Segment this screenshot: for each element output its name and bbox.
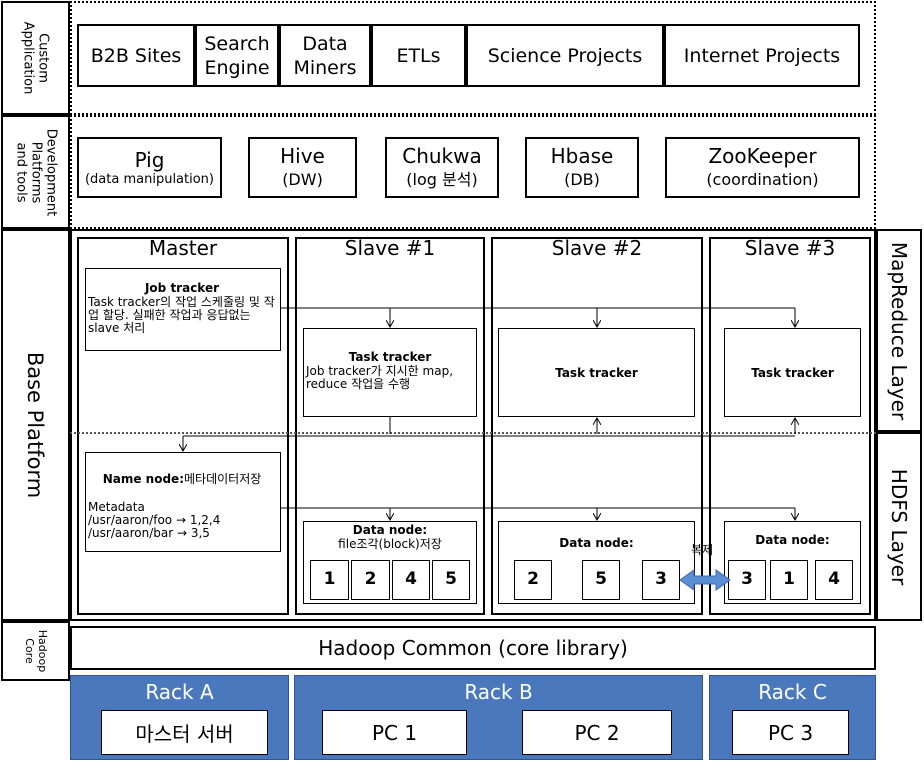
master-title: Master bbox=[148, 236, 218, 260]
rack-c-label: Rack C bbox=[758, 680, 827, 704]
row-label-hadoop-core: Hadoop Core bbox=[22, 629, 49, 673]
metadata-line: /usr/aaron/foo → 1,2,4 bbox=[88, 513, 221, 527]
tool-hbase: Hbase (DB) bbox=[525, 137, 639, 198]
tool-zookeeper: ZooKeeper (coordination) bbox=[665, 137, 860, 198]
layer-divider bbox=[70, 432, 876, 434]
mapreduce-layer-label: MapReduce Layer bbox=[887, 241, 911, 420]
hdfs-layer-label: HDFS Layer bbox=[887, 468, 911, 585]
app-search-engine: Search Engine bbox=[195, 24, 279, 87]
app-b2b-sites: B2B Sites bbox=[77, 24, 195, 87]
row-label-base-platform-box bbox=[1, 229, 70, 621]
hadoop-common-bar: Hadoop Common (core library) bbox=[70, 626, 876, 670]
name-node-box: Name node:메타데이터저장 Metadata /usr/aaron/fo… bbox=[85, 452, 281, 552]
base-platform-frame bbox=[70, 229, 876, 621]
block: 3 bbox=[642, 560, 680, 600]
app-internet-projects: Internet Projects bbox=[664, 24, 860, 87]
custom-application-frame bbox=[70, 1, 876, 115]
tool-chukwa: Chukwa (log 분석) bbox=[385, 137, 499, 198]
tool-pig: Pig (data manipulation) bbox=[77, 137, 222, 198]
row-label-custom-application: Custom Application bbox=[20, 21, 51, 95]
rack-b: Rack B PC 1 PC 2 bbox=[294, 675, 703, 760]
task-tracker-slave3: Task tracker bbox=[724, 328, 861, 417]
data-node-title: Data node: bbox=[352, 523, 428, 537]
job-tracker-desc: Task tracker의 작업 스케줄링 및 작업 할당. 실패한 작업과 응… bbox=[88, 295, 275, 335]
block: 4 bbox=[815, 560, 853, 600]
development-frame bbox=[70, 115, 876, 229]
tool-hive: Hive (DW) bbox=[248, 137, 357, 198]
block: 5 bbox=[582, 560, 620, 600]
rack-a: Rack A 마스터 서버 bbox=[70, 675, 289, 760]
task-tracker-slave2: Task tracker bbox=[498, 328, 695, 417]
pc-3: PC 3 bbox=[732, 710, 849, 755]
row-label-base-platform: Base Platform bbox=[23, 351, 48, 499]
slave3-title: Slave #3 bbox=[744, 236, 836, 260]
hdfs-layer-box bbox=[876, 432, 922, 621]
row-label-development-box bbox=[1, 115, 70, 229]
data-node-desc: file조각(block)저장 bbox=[338, 537, 442, 551]
block: 2 bbox=[351, 560, 390, 600]
replication-label: 복제 bbox=[691, 543, 714, 557]
rack-a-label: Rack A bbox=[145, 680, 214, 704]
row-label-development: Development Platforms and tools bbox=[13, 128, 59, 216]
row-label-hadoop-core-box bbox=[1, 621, 70, 681]
slave2-title: Slave #2 bbox=[551, 236, 643, 260]
row-label-custom-application-box bbox=[1, 1, 70, 115]
block: 3 bbox=[728, 560, 766, 600]
task-tracker-desc: Job tracker가 지시한 map, reduce 작업을 수행 bbox=[306, 364, 454, 391]
job-tracker-box: Job tracker Task tracker의 작업 스케줄링 및 작업 할… bbox=[85, 268, 281, 351]
pc-2: PC 2 bbox=[522, 710, 672, 755]
pc-master-server: 마스터 서버 bbox=[101, 710, 268, 755]
block: 1 bbox=[310, 560, 349, 600]
pc-1: PC 1 bbox=[322, 710, 467, 755]
rack-b-label: Rack B bbox=[464, 680, 533, 704]
rack-c: Rack C PC 3 bbox=[709, 675, 876, 760]
metadata-line: /usr/aaron/bar → 3,5 bbox=[88, 526, 210, 540]
job-tracker-title: Job tracker bbox=[144, 281, 220, 295]
task-tracker-title: Task tracker bbox=[348, 350, 432, 364]
app-data-miners: Data Miners bbox=[279, 24, 371, 87]
block: 5 bbox=[432, 560, 470, 600]
metadata-label: Metadata bbox=[88, 500, 145, 514]
block: 2 bbox=[514, 560, 552, 600]
block: 4 bbox=[392, 560, 430, 600]
block: 1 bbox=[770, 560, 808, 600]
name-node-title: Name node:메타데이터저장 bbox=[102, 472, 262, 486]
mapreduce-layer-box bbox=[876, 229, 922, 432]
app-science-projects: Science Projects bbox=[466, 24, 664, 87]
slave1-title: Slave #1 bbox=[344, 236, 436, 260]
app-etls: ETLs bbox=[371, 24, 466, 87]
task-tracker-slave1: Task tracker Job tracker가 지시한 map, reduc… bbox=[303, 328, 477, 417]
